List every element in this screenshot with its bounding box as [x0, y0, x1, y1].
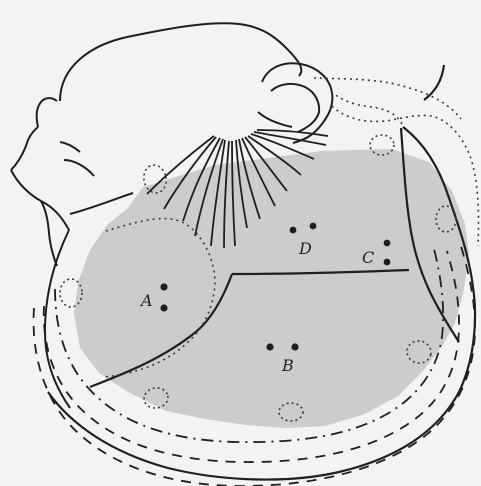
label-c: C [362, 248, 374, 267]
dot-c-1 [384, 240, 391, 247]
label-a: A [139, 291, 153, 310]
dot-d-2 [310, 223, 317, 230]
dot-b-2 [291, 343, 298, 350]
dot-a-1 [160, 283, 167, 290]
dot-d-1 [290, 227, 297, 234]
dot-a-2 [160, 304, 167, 311]
label-d: D [298, 239, 312, 258]
dot-b-1 [266, 343, 273, 350]
dot-c-2 [384, 259, 391, 266]
label-b: B [281, 356, 294, 375]
